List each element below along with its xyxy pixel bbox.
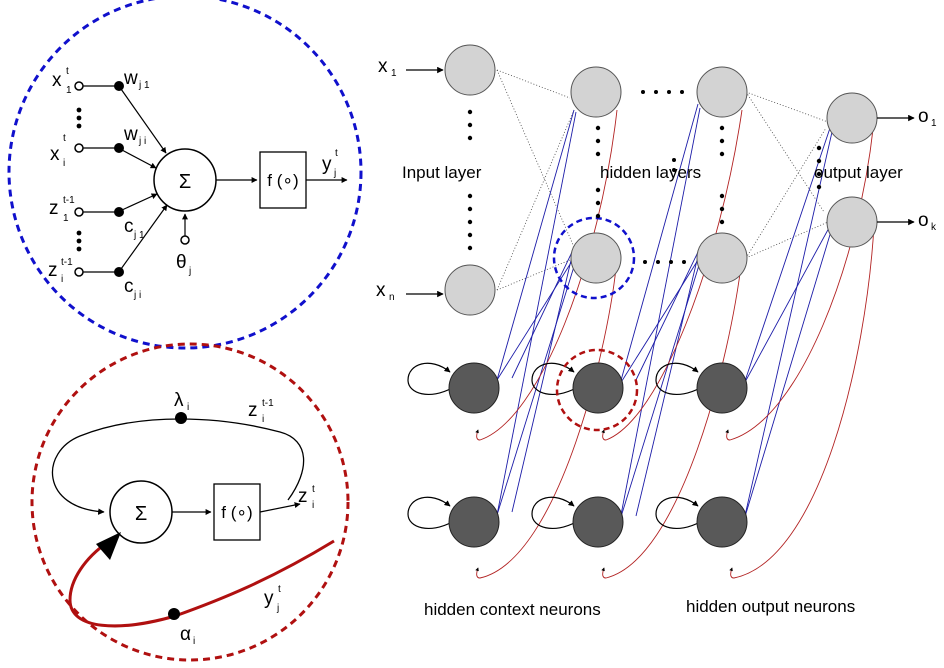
label-wj1: w	[123, 68, 138, 89]
context-neuron	[448, 362, 500, 414]
label-z1: z	[49, 198, 59, 219]
input-terminal-xi	[74, 143, 84, 153]
context-neuron	[696, 362, 748, 414]
label-wj1-sub: j 1	[138, 80, 150, 91]
y-input-arrowhead	[96, 532, 121, 560]
input-terminal-x1	[74, 81, 84, 91]
context-detail: Σ f (∘) λ i z t-1 i z t i y t j α i	[30, 342, 350, 662]
weight-dot-wj1	[114, 81, 124, 91]
label-z-out-sup: t	[312, 484, 315, 495]
weight-dot-wji	[114, 143, 124, 153]
context-neuron	[448, 496, 500, 548]
output-layer-label: output layer	[814, 163, 903, 182]
context-neuron	[696, 496, 748, 548]
dotted-connections	[496, 69, 829, 291]
hidden-neuron	[570, 66, 622, 118]
label-xi: x	[50, 144, 60, 165]
label-net-x1-sub: 1	[391, 68, 397, 79]
hidden-neuron-highlight	[552, 216, 636, 300]
label-net-xn-sub: n	[389, 292, 395, 303]
weight-dot-cj1	[114, 207, 124, 217]
label-theta-sub: j	[188, 266, 191, 277]
alpha-weight-dot	[168, 608, 180, 620]
label-alpha: α	[180, 624, 191, 645]
label-wji: w	[123, 124, 138, 145]
output-neuron-1	[826, 92, 878, 144]
label-z1-sub: 1	[63, 213, 69, 224]
hidden-output-label: hidden output neurons	[686, 597, 855, 616]
label-zi: z	[48, 260, 58, 281]
label-wji-sub: j i	[138, 136, 146, 147]
weight-dot-cji	[114, 267, 124, 277]
hidden-context-label: hidden context neurons	[424, 600, 601, 619]
label-net-o1: o	[918, 106, 929, 127]
label-cji-sub: j i	[133, 290, 141, 301]
label-yj-sup: t	[335, 148, 338, 159]
label-xi-sub: i	[63, 158, 65, 169]
label-net-ok-sub: k	[931, 222, 937, 233]
label-cji: c	[124, 276, 134, 297]
hidden-neuron	[696, 232, 748, 284]
blue-connections	[496, 103, 833, 521]
activation-label: f (∘)	[267, 171, 298, 190]
label-cj1: c	[124, 216, 134, 237]
label-z-prev: z	[248, 400, 258, 421]
context-detail-boundary	[30, 342, 350, 662]
label-net-ok: o	[918, 210, 929, 231]
label-net-xn: x	[376, 280, 386, 301]
neuron-detail-boundary	[7, 0, 363, 350]
ellipsis-dots	[467, 90, 822, 264]
output-neuron-k	[826, 196, 878, 248]
label-alpha-sub: i	[193, 636, 195, 647]
context-neuron-highlight	[555, 348, 639, 432]
label-x1-sup: t	[66, 66, 69, 77]
label-z-out: z	[298, 486, 308, 507]
network: x 1 x n o 1 o k Input layer hidden layer…	[376, 44, 937, 619]
label-net-o1-sub: 1	[931, 118, 937, 129]
hidden-layers-label: hidden layers	[600, 163, 701, 182]
hidden-neuron	[696, 66, 748, 118]
label-theta: θ	[176, 252, 187, 273]
label-x1: x	[52, 70, 62, 91]
threshold-terminal	[180, 235, 190, 245]
label-xi-sup: t	[63, 133, 66, 144]
label-z1-sup: t-1	[63, 195, 75, 206]
feedback-loop	[51, 418, 305, 515]
label-y-in-sup: t	[278, 584, 281, 595]
label-zi-sup: t-1	[61, 257, 73, 268]
input-neuron-1	[444, 44, 496, 96]
context-neuron	[572, 362, 624, 414]
red-connections	[475, 109, 875, 579]
lambda-weight-dot	[175, 412, 187, 424]
context-neuron	[572, 496, 624, 548]
label-z-prev-sub: i	[262, 414, 264, 425]
activation-box	[259, 151, 307, 209]
label-lambda: λ	[174, 390, 184, 411]
y-input-curve	[68, 539, 335, 628]
label-z-prev-sup: t-1	[262, 398, 274, 409]
label-lambda-sub: i	[187, 402, 189, 413]
context-activation-box	[213, 483, 261, 541]
input-terminal-z1	[74, 207, 84, 217]
label-yj: y	[322, 154, 332, 175]
input-terminal-zi	[74, 267, 84, 277]
sum-symbol: Σ	[179, 171, 191, 193]
neuron-detail: Σ f (∘) x t 1 x t i z t-1 1 z t-1 i w j …	[7, 0, 363, 350]
input-layer-label: Input layer	[402, 163, 482, 182]
label-cj1-sub: j 1	[133, 230, 145, 241]
label-y-in: y	[264, 588, 274, 609]
context-sum-symbol: Σ	[135, 503, 147, 525]
label-x1-sub: 1	[66, 85, 72, 96]
label-net-x1: x	[378, 56, 388, 77]
hidden-neuron	[570, 232, 622, 284]
input-neuron-n	[444, 264, 496, 316]
label-yj-sub: j	[333, 168, 336, 179]
label-z-out-sub: i	[312, 500, 314, 511]
context-activation-label: f (∘)	[221, 503, 252, 522]
label-zi-sub: i	[61, 274, 63, 285]
label-y-in-sub: j	[276, 603, 279, 614]
